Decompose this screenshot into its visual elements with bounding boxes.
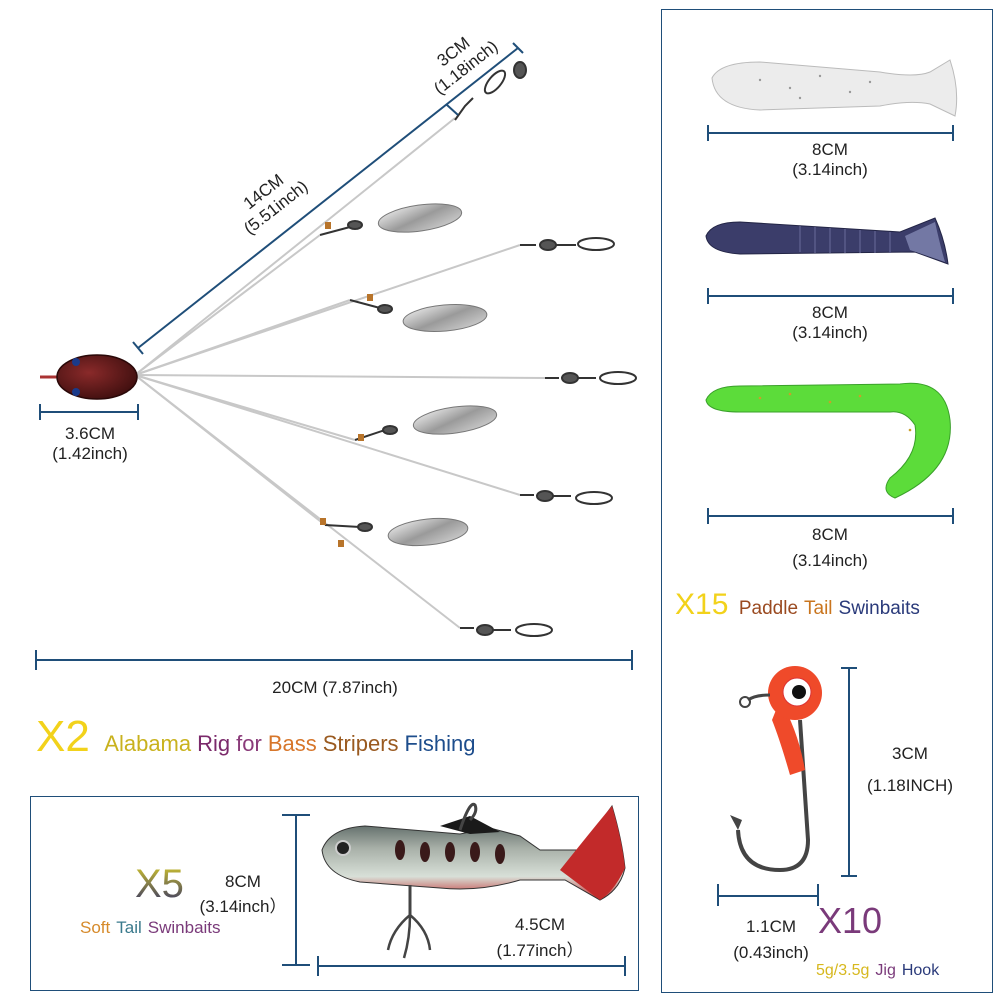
paddle-dim-1: 8CM (3.14inch) xyxy=(770,140,890,180)
alabama-rig xyxy=(40,61,637,637)
soft-tail-dimension-lines xyxy=(282,814,626,976)
paddle-caption-word: Paddle xyxy=(738,598,799,619)
soft-tail-height-inch: (3.14inch） xyxy=(199,897,287,916)
jig-width-inch: (0.43inch) xyxy=(733,943,809,962)
jig-caption-word: 5g/3.5g xyxy=(816,962,870,979)
paddle-caption-word: Tail xyxy=(804,598,833,619)
paddle-dim-2-inch: (3.14inch) xyxy=(792,323,868,342)
jig-width-label: 1.1CM (0.43inch) xyxy=(716,914,826,966)
snap-swivel xyxy=(520,237,615,251)
soft-tail-swimbait xyxy=(321,802,626,959)
jig-caption-word: Hook xyxy=(901,962,940,979)
paddle-caption-word: Swinbaits xyxy=(838,598,920,619)
rig-caption-word: for xyxy=(236,731,262,756)
paddle-dim-3-inch: (3.14inch) xyxy=(792,551,868,570)
head-length-cm: 3.6CM xyxy=(64,424,116,443)
paddle-dim-3: 8CM (3.14inch) xyxy=(770,522,890,574)
rig-caption-word: Rig xyxy=(197,731,231,756)
jig-dimension-lines xyxy=(717,667,857,906)
paddle-dim-3-cm: 8CM xyxy=(812,525,848,544)
soft-tail-panel xyxy=(30,796,639,991)
paddle-dim-1-cm: 8CM xyxy=(812,140,848,159)
jig-height-cm: 3CM xyxy=(892,744,928,763)
willow-blade xyxy=(412,405,498,435)
jig-height-label: 3CM (1.18INCH) xyxy=(850,738,970,802)
jig-height-inch: (1.18INCH) xyxy=(867,776,953,795)
soft-tail-caption-word: Tail xyxy=(116,918,142,937)
soft-tail-height-label: 8CM (3.14inch） xyxy=(188,872,298,917)
soft-tail-length-cm: 4.5CM xyxy=(514,915,566,934)
soft-tail-height-cm: 8CM xyxy=(225,872,261,891)
soft-tail-caption-word: Swinbaits xyxy=(147,918,221,937)
soft-tail-caption-word: Soft xyxy=(80,918,111,937)
snap-swivel xyxy=(545,371,637,385)
snap-swivel xyxy=(520,490,613,505)
soft-tail-length-label: 4.5CM (1.77inch） xyxy=(470,912,610,964)
paddle-count: X15 xyxy=(675,588,729,621)
willow-blade xyxy=(387,517,469,547)
snap-swivel xyxy=(454,61,527,121)
soft-tail-count: X5 xyxy=(135,862,184,906)
head-length-label: 3.6CM (1.42inch) xyxy=(30,424,150,464)
jig-hook xyxy=(730,666,822,873)
willow-blade xyxy=(377,203,463,233)
rig-head xyxy=(40,354,138,400)
paddle-dim-2: 8CM (3.14inch) xyxy=(770,303,890,343)
paddle-dim-1-inch: (3.14inch) xyxy=(792,160,868,179)
snap-swivel xyxy=(460,623,553,637)
green-curly-tail xyxy=(705,382,951,499)
jig-caption-word: Jig xyxy=(875,962,896,979)
soft-tail-length-inch: (1.77inch） xyxy=(496,941,584,960)
rig-dimension-lines xyxy=(35,42,633,670)
paddle-dimension-lines xyxy=(707,125,954,524)
head-length-inch: (1.42inch) xyxy=(52,444,128,463)
rig-caption-word: Alabama xyxy=(104,731,192,756)
purple-paddle-tail xyxy=(705,217,949,265)
rig-caption-word: Bass xyxy=(267,731,317,756)
rig-caption-word: Stripers xyxy=(322,731,399,756)
jig-caption-words: 5g/3.5g Jig Hook xyxy=(816,962,945,980)
soft-tail-caption-words: Soft Tail Swinbaits xyxy=(80,918,227,938)
jig-count: X10 xyxy=(818,900,883,941)
total-length-label: 20CM (7.87inch) xyxy=(272,678,398,697)
rig-caption-word: Fishing xyxy=(404,731,476,756)
paddle-dim-2-cm: 8CM xyxy=(812,303,848,322)
white-paddle-tail xyxy=(711,59,958,117)
jig-width-cm: 1.1CM xyxy=(745,917,797,936)
rig-count: X2 xyxy=(36,712,90,761)
paddle-tail-panel xyxy=(661,9,993,993)
willow-blade xyxy=(402,304,488,332)
